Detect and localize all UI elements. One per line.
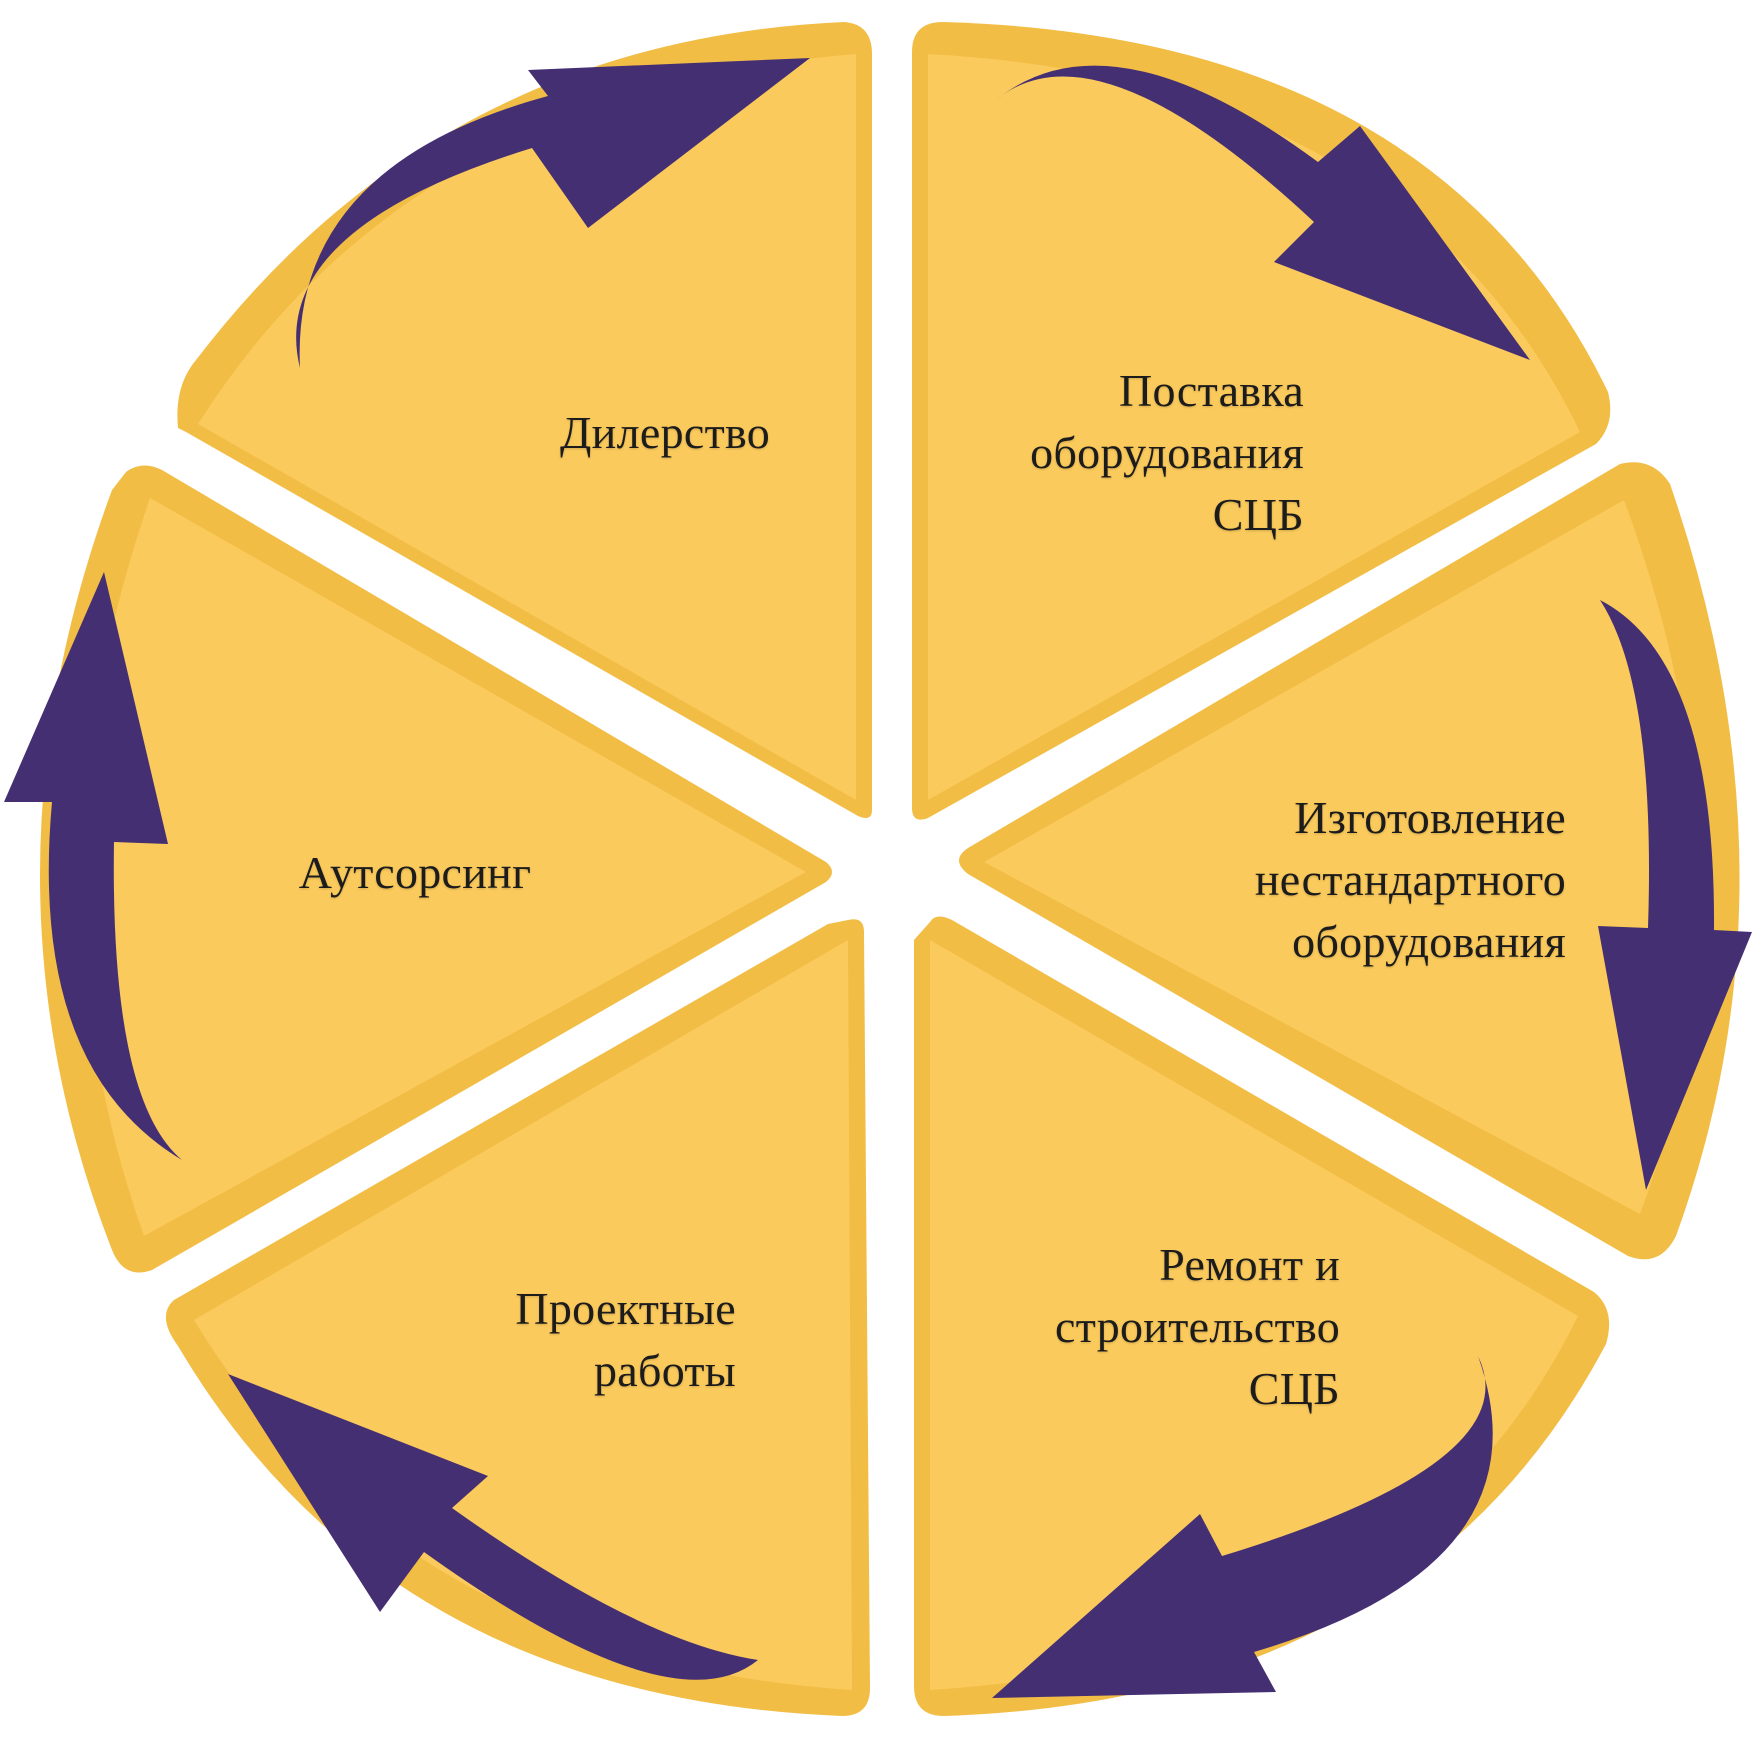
- label-repair-line-3: СЦБ: [1248, 1363, 1340, 1414]
- label-manufacturing-line-3: оборудования: [1292, 916, 1566, 967]
- label-supply-line-3: СЦБ: [1212, 489, 1304, 540]
- label-manufacturing: Изготовление нестандартного оборудования: [1150, 787, 1566, 973]
- label-dealership: Дилерство: [480, 402, 770, 464]
- label-repair: Ремонт и строительство СЦБ: [980, 1234, 1340, 1420]
- label-repair-line-2: строительство: [1055, 1301, 1340, 1352]
- label-manufacturing-line-2: нестандартного: [1254, 854, 1566, 905]
- segment-outsourcing: [40, 465, 832, 1273]
- cycle-arrow-top-right: [996, 65, 1530, 360]
- label-supply: Поставка оборудования СЦБ: [930, 360, 1304, 546]
- label-design-line-2: работы: [593, 1345, 736, 1396]
- cycle-arrow-left: [4, 572, 182, 1160]
- cycle-arrow-right: [1598, 600, 1752, 1190]
- label-outsourcing-line-1: Аутсорсинг: [298, 847, 532, 898]
- label-outsourcing: Аутсорсинг: [250, 842, 580, 904]
- cycle-arrow-bottom-right: [992, 1356, 1493, 1698]
- label-design-line-1: Проектные: [515, 1283, 736, 1334]
- label-manufacturing-line-1: Изготовление: [1294, 792, 1566, 843]
- label-repair-line-1: Ремонт и: [1159, 1239, 1340, 1290]
- label-dealership-line-1: Дилерство: [560, 407, 770, 458]
- label-supply-line-2: оборудования: [1030, 427, 1304, 478]
- cycle-arrow-bottom-left: [228, 1374, 758, 1680]
- label-supply-line-1: Поставка: [1118, 365, 1304, 416]
- label-design: Проектные работы: [420, 1278, 736, 1402]
- cycle-arrow-top-left: [296, 58, 810, 368]
- segment-manufacturing: [959, 462, 1740, 1260]
